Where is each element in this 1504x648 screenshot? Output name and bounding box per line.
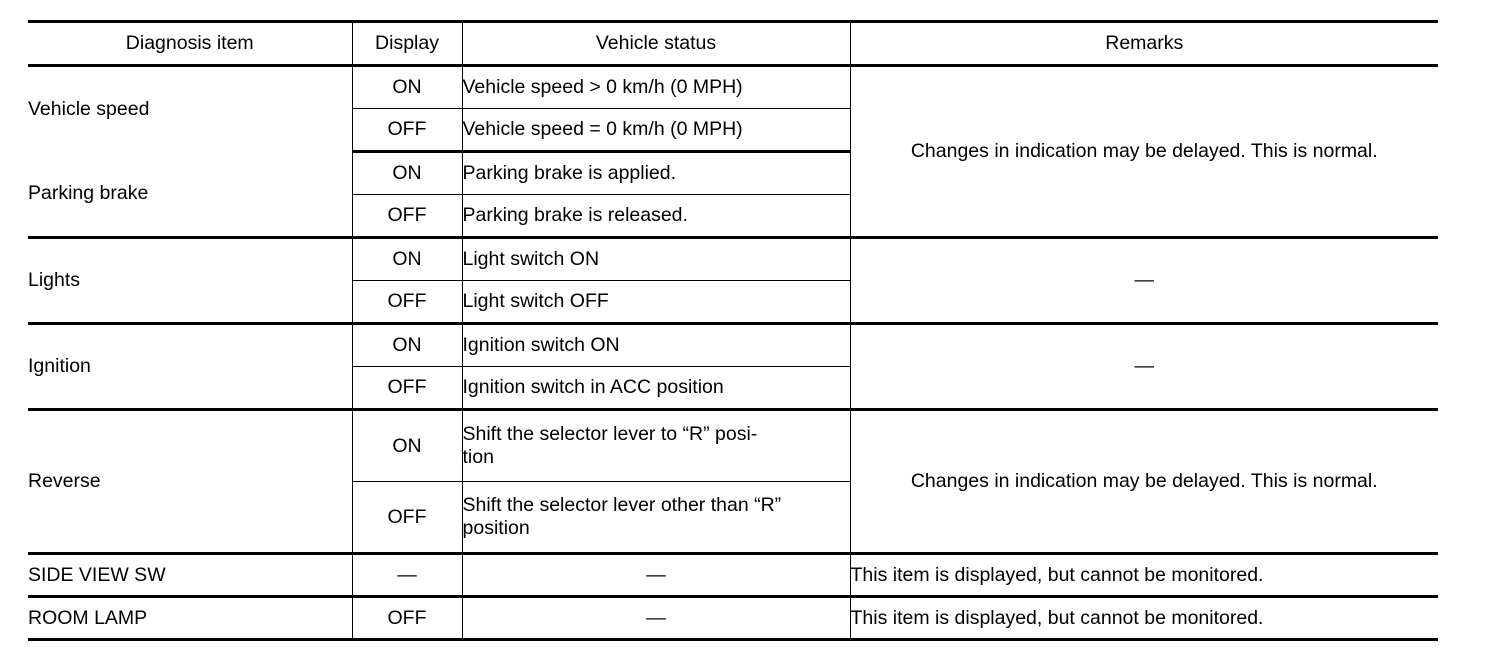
table-row: ROOM LAMP OFF — This item is displayed, …	[28, 596, 1438, 641]
table-row: OFF Ignition switch in ACC position	[28, 366, 1438, 411]
cell-remarks-side-view-sw: This item is displayed, but cannot be mo…	[850, 553, 1438, 598]
cell-display-parking-brake-off: OFF	[352, 194, 463, 239]
cell-display-vehicle-speed-on: ON	[352, 65, 463, 109]
table-row: OFF Light switch OFF	[28, 280, 1438, 325]
cell-remarks-speed-brake: Changes in indication may be delayed. Th…	[850, 65, 1438, 239]
cell-display-ignition-on: ON	[352, 323, 463, 367]
cell-remarks-room-lamp: This item is displayed, but cannot be mo…	[850, 596, 1438, 641]
table-row: SIDE VIEW SW — — This item is displayed,…	[28, 553, 1438, 598]
table-row: Parking brake ON Parking brake is applie…	[28, 151, 1438, 239]
cell-status-reverse-on: Shift the selector lever to “R” posi-tio…	[462, 409, 851, 482]
header-row: Diagnosis item Display Vehicle status Re…	[28, 20, 1438, 67]
table-row: OFF Shift the selector lever other than …	[28, 481, 1438, 555]
column-header-display: Display	[352, 20, 463, 67]
cell-remarks-lights: —	[850, 237, 1438, 325]
cell-diagnosis-item-ignition: Ignition	[28, 323, 353, 411]
cell-status-room-lamp: —	[462, 596, 851, 641]
table-row: Vehicle speed ON Vehicle speed > 0 km/h …	[28, 65, 1438, 239]
column-header-diagnosis-item: Diagnosis item	[28, 20, 353, 67]
cell-status-lights-on: Light switch ON	[462, 237, 851, 281]
cell-display-ignition-off: OFF	[352, 366, 463, 411]
cell-display-room-lamp: OFF	[352, 596, 463, 641]
cell-status-ignition-on: Ignition switch ON	[462, 323, 851, 367]
cell-display-reverse-off: OFF	[352, 481, 463, 555]
cell-status-reverse-off: Shift the selector lever other than “R” …	[462, 481, 851, 555]
cell-display-side-view-sw: —	[352, 553, 463, 598]
table-body: Vehicle speed ON Vehicle speed > 0 km/h …	[28, 65, 1438, 641]
cell-display-reverse-on: ON	[352, 409, 463, 482]
cell-status-parking-brake-on: Parking brake is applied.	[462, 151, 851, 195]
column-header-remarks: Remarks	[850, 20, 1438, 67]
cell-display-vehicle-speed-off: OFF	[352, 108, 463, 153]
table-row: Ignition ON Ignition switch ON —	[28, 323, 1438, 411]
column-header-vehicle-status: Vehicle status	[462, 20, 851, 67]
cell-diagnosis-item-side-view-sw: SIDE VIEW SW	[28, 553, 353, 598]
cell-diagnosis-item-lights: Lights	[28, 237, 353, 325]
cell-status-ignition-off: Ignition switch in ACC position	[462, 366, 851, 411]
cell-status-vehicle-speed-on: Vehicle speed > 0 km/h (0 MPH)	[462, 65, 851, 109]
cell-display-lights-on: ON	[352, 237, 463, 281]
cell-display-parking-brake-on: ON	[352, 151, 463, 195]
table-row: OFF Parking brake is released.	[28, 194, 1438, 239]
cell-display-lights-off: OFF	[352, 280, 463, 325]
table-row: Reverse ON Shift the selector lever to “…	[28, 409, 1438, 555]
cell-status-lights-off: Light switch OFF	[462, 280, 851, 325]
cell-diagnosis-item-parking-brake: Parking brake	[28, 151, 353, 239]
cell-remarks-ignition: —	[850, 323, 1438, 411]
cell-diagnosis-item-reverse: Reverse	[28, 409, 353, 555]
cell-status-side-view-sw: —	[462, 553, 851, 598]
table-row: Lights ON Light switch ON —	[28, 237, 1438, 325]
cell-diagnosis-item-vehicle-speed: Vehicle speed	[28, 65, 353, 152]
cell-status-vehicle-speed-off: Vehicle speed = 0 km/h (0 MPH)	[462, 108, 851, 153]
table-header: Diagnosis item Display Vehicle status Re…	[28, 20, 1438, 67]
table-row: OFF Vehicle speed = 0 km/h (0 MPH)	[28, 108, 1438, 153]
diagnosis-table: Diagnosis item Display Vehicle status Re…	[28, 20, 1438, 641]
cell-remarks-reverse: Changes in indication may be delayed. Th…	[850, 409, 1438, 555]
cell-status-parking-brake-off: Parking brake is released.	[462, 194, 851, 239]
cell-diagnosis-item-room-lamp: ROOM LAMP	[28, 596, 353, 641]
